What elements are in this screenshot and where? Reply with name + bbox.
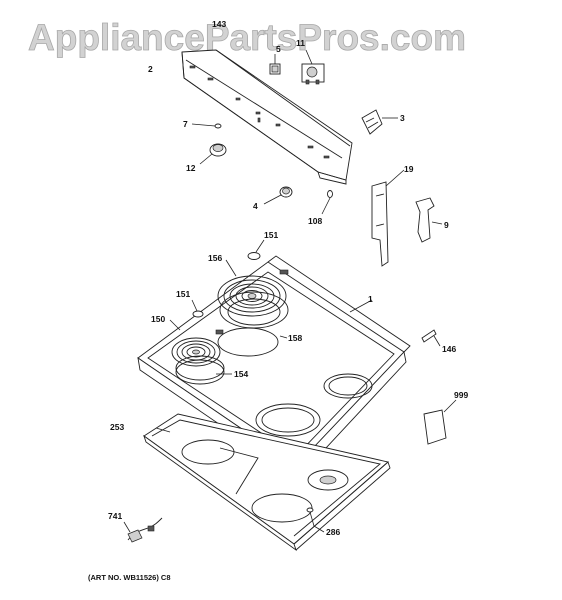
control-knob-part (199, 143, 227, 165)
bottom-burner-box (143, 413, 391, 552)
callout-1: 1 (368, 294, 373, 304)
callout-5: 5 (276, 44, 281, 54)
callout-9: 9 (444, 220, 449, 230)
control-panel-backsplash (181, 49, 353, 185)
callout-253: 253 (110, 422, 124, 432)
screw-bottom-part (306, 507, 325, 533)
callout-108: 108 (308, 216, 322, 226)
callout-151-upper: 151 (264, 230, 278, 240)
callout-158: 158 (288, 333, 302, 343)
callout-7: 7 (183, 119, 188, 129)
callout-4: 4 (253, 201, 258, 211)
trim-ring-part-lower (191, 299, 204, 318)
small-fastener-part (191, 123, 222, 129)
rotary-switch-part (301, 49, 325, 85)
callout-156: 156 (208, 253, 222, 263)
callout-143: 143 (212, 19, 226, 29)
literature-packet (423, 399, 457, 445)
knob-small-part (263, 186, 293, 205)
bracket-part (371, 169, 405, 267)
callout-2: 2 (148, 64, 153, 74)
trim-ring-part-upper (247, 239, 265, 260)
callout-11: 11 (296, 38, 305, 48)
small-surface-element (169, 319, 224, 367)
terminal-block-part (361, 109, 398, 135)
callout-146: 146 (442, 344, 456, 354)
callout-3: 3 (400, 113, 405, 123)
clip-part (421, 329, 441, 347)
callout-999: 999 (454, 390, 468, 400)
callout-286: 286 (326, 527, 340, 537)
callout-151-lower: 151 (176, 289, 190, 299)
small-drip-pan (175, 355, 232, 381)
power-cord-harness (123, 517, 163, 543)
callout-150: 150 (151, 314, 165, 324)
screw-part (321, 190, 333, 215)
callout-154: 154 (234, 369, 248, 379)
infinite-switch-part (269, 54, 281, 75)
side-bracket-part (415, 197, 443, 243)
large-surface-element (217, 259, 289, 317)
callout-741: 741 (108, 511, 122, 521)
art-number-note: (ART NO. WB11526) C8 (88, 573, 171, 582)
watermark-text: AppliancePartsPros.com (28, 17, 466, 58)
callout-12: 12 (186, 163, 196, 173)
large-drip-pan (219, 291, 289, 339)
callout-19: 19 (404, 164, 414, 174)
